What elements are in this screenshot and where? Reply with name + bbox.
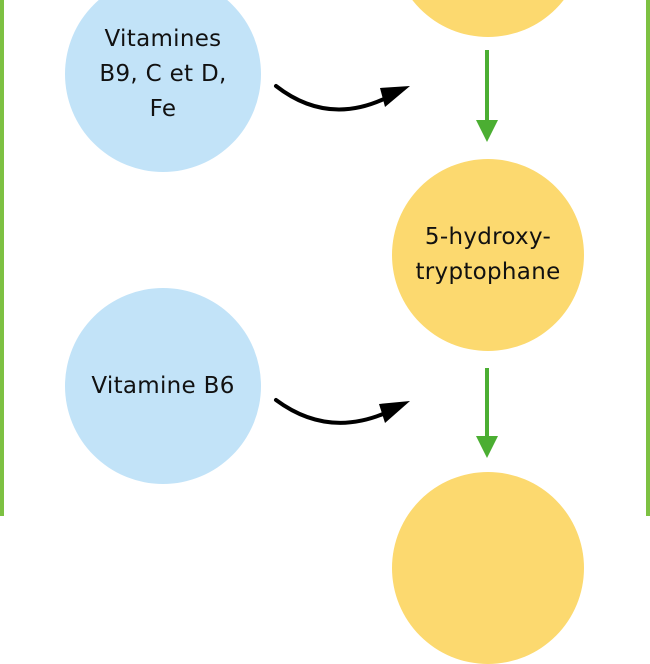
- cofactor-arrow-top-shaft: [274, 84, 394, 112]
- step-arrow-upper-head: [476, 120, 498, 142]
- metabolite-top-circle: [392, 0, 584, 37]
- vitamin-b6-label: Vitamine B6: [91, 372, 235, 399]
- metabolite-middle-label: 5-hydroxy- tryptophane: [415, 224, 561, 285]
- vitamin-b6-circle: Vitamine B6: [65, 288, 261, 484]
- cofactor-arrow-bottom-shaft: [274, 398, 394, 425]
- vitamin-group-label: Vitamines B9, C et D, Fe: [99, 25, 227, 122]
- metabolite-bottom-circle: [392, 472, 584, 664]
- step-arrow-lower-head: [476, 436, 498, 458]
- cofactor-arrow-bottom-head: [379, 401, 410, 423]
- vitamin-group-circle: Vitamines B9, C et D, Fe: [65, 0, 261, 172]
- cofactor-arrow-top-head: [380, 86, 410, 107]
- metabolite-middle-circle: 5-hydroxy- tryptophane: [392, 159, 584, 351]
- frame-border-left: [0, 0, 4, 516]
- frame-border-right: [646, 0, 650, 516]
